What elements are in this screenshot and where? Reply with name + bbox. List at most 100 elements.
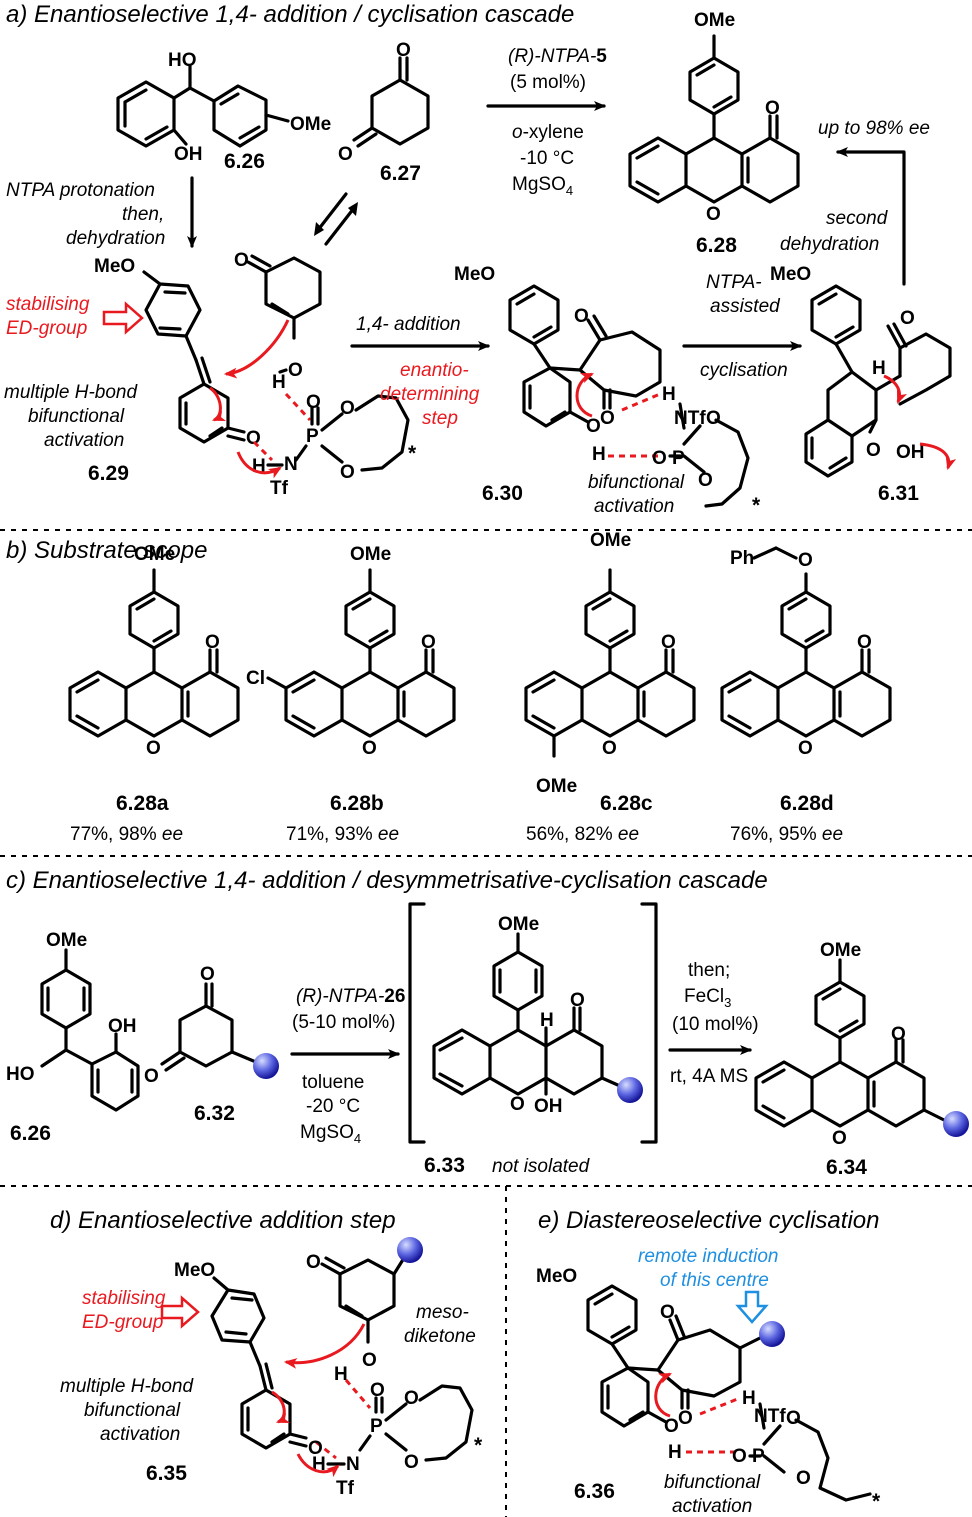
atom-h-635: H [334,1364,348,1385]
atom-o-630b: O [600,408,615,429]
note-stabilising-d: stabilising [82,1288,166,1309]
arrow-a-up-to [836,147,906,286]
note-activation-636: activation [672,1496,752,1517]
bracket-right [640,902,658,1144]
ed-hollow-arrow-d [160,1295,200,1329]
atom-o-627a: O [396,40,411,61]
cond-c-rt: rt, 4A MS [670,1066,748,1087]
atom-h-630: H [592,444,606,465]
note-cyclisation: cyclisation [700,360,788,381]
atom-ome-634: OMe [820,940,861,961]
compound-6-34: 6.34 [826,1156,867,1179]
blue-hollow-arrow [735,1290,769,1324]
atom-o-630a: O [574,306,589,327]
atom-o-634-ring: O [832,1128,847,1149]
cond-c-then: then; [688,960,730,981]
atom-ome-628c-b: OMe [536,776,577,797]
compound-6-27: 6.27 [380,162,421,185]
cond-a-temp: -10 °C [520,148,574,169]
section-d-title: d) Enantioselective addition step [50,1207,396,1234]
note-bifunctional-d: bifunctional [84,1400,181,1421]
note-assisted: assisted [710,296,781,317]
atom-o-628d-ring: O [798,738,813,759]
cond-a-drying: MgSO4 [512,174,573,198]
structure-enol-a [246,254,322,340]
structure-6-28d [720,546,892,738]
atom-ho-626: HO [168,50,197,71]
note-bifunctional: bifunctional [28,406,125,427]
cond-a-solvent: o-xylene [512,122,584,143]
atom-ome-626c: OMe [46,930,87,951]
substituent-ball-633 [617,1077,643,1103]
compound-6-28b: 6.28b [330,792,384,815]
compound-6-28a: 6.28a [116,792,169,815]
note-enantio: enantio- [400,360,469,381]
atom-oh-626: OH [174,144,203,165]
curly-arrow-d2 [271,1390,291,1424]
atom-o-631b: O [866,440,881,461]
atom-o-635a: O [306,1252,321,1273]
section-c-title: c) Enantioselective 1,4- addition / desy… [6,867,768,894]
atom-tf-cat-a: Tf [270,478,289,499]
atom-o-628b: O [421,632,436,653]
atom-o-628a-ring: O [146,738,161,759]
atom-o-636c: O [664,1416,679,1437]
compound-6-26: 6.26 [224,150,265,173]
atom-o-632b: O [144,1066,159,1087]
scope-6-28a-yield: 77%, 98% ee [70,824,183,845]
curly-arrow-a2 [209,386,227,422]
atom-o-636b: O [678,1408,693,1429]
atom-o-cat-630c: O [698,470,713,491]
atom-oh-626c: OH [108,1016,137,1037]
compound-6-26c: 6.26 [10,1122,51,1145]
compound-6-32: 6.32 [194,1102,235,1125]
compound-6-33: 6.33 [424,1154,465,1177]
note-multiple-hbond-d: multiple H-bond [60,1376,194,1397]
atom-o-628c-ring: O [602,738,617,759]
atom-o-enol-a2: O [288,360,303,381]
atom-o-635b: O [308,1438,323,1459]
ed-hollow-arrow [102,301,144,335]
atom-o-628b-ring: O [362,738,377,759]
note-second-dehydration: dehydration [780,234,879,255]
cond-a-loading: (5 mol%) [510,72,586,93]
note-bifunctional-630: bifunctional [588,472,685,493]
note-stabilising: stabilising [6,294,90,315]
atom-o-628a: O [205,632,220,653]
curly-arrow-d1 [283,1323,366,1369]
atom-o-628d: O [798,550,813,571]
cond-c-solvent: toluene [302,1072,364,1093]
note-activation-630: activation [594,496,674,517]
section-a-title: a) Enantioselective 1,4- addition / cycl… [6,1,574,28]
atom-ho-626c: HO [6,1064,35,1085]
atom-p-cat-630: P [672,448,685,469]
curly-arrow-630 [575,372,595,418]
atom-o-634: O [891,1024,906,1045]
structure-6-27 [352,56,430,148]
atom-o-628d-b: O [857,632,872,653]
structure-6-28b [266,568,456,738]
structure-6-31 [804,284,952,478]
atom-h-cat-636: H [742,1388,756,1409]
catalyst-a [252,392,410,472]
structure-6-26 [116,64,290,148]
atom-p-cat-635: P [370,1416,383,1437]
atom-o-636a: O [660,1302,675,1323]
equilibrium-arrows [314,192,358,246]
note-remote-2: of this centre [660,1270,769,1291]
atom-meo-631: MeO [770,264,811,285]
atom-o-635c: O [362,1350,377,1371]
atom-ome-626: OMe [290,114,331,135]
note-determining: determining [380,384,480,405]
scope-6-28c-yield: 56%, 82% ee [526,824,639,845]
structure-6-32 [160,982,258,1072]
cond-a-cat: (R)-NTPA-5 [508,46,607,67]
compound-6-31: 6.31 [878,482,919,505]
atom-ome-628c: OMe [590,530,631,551]
substituent-ball-632 [253,1053,279,1079]
structure-6-26-c [40,948,140,1112]
atom-o-cat-a3: O [340,462,355,483]
atom-o-cat-a: O [306,392,321,413]
structure-6-30 [508,284,662,428]
note-then: then, [122,204,164,225]
